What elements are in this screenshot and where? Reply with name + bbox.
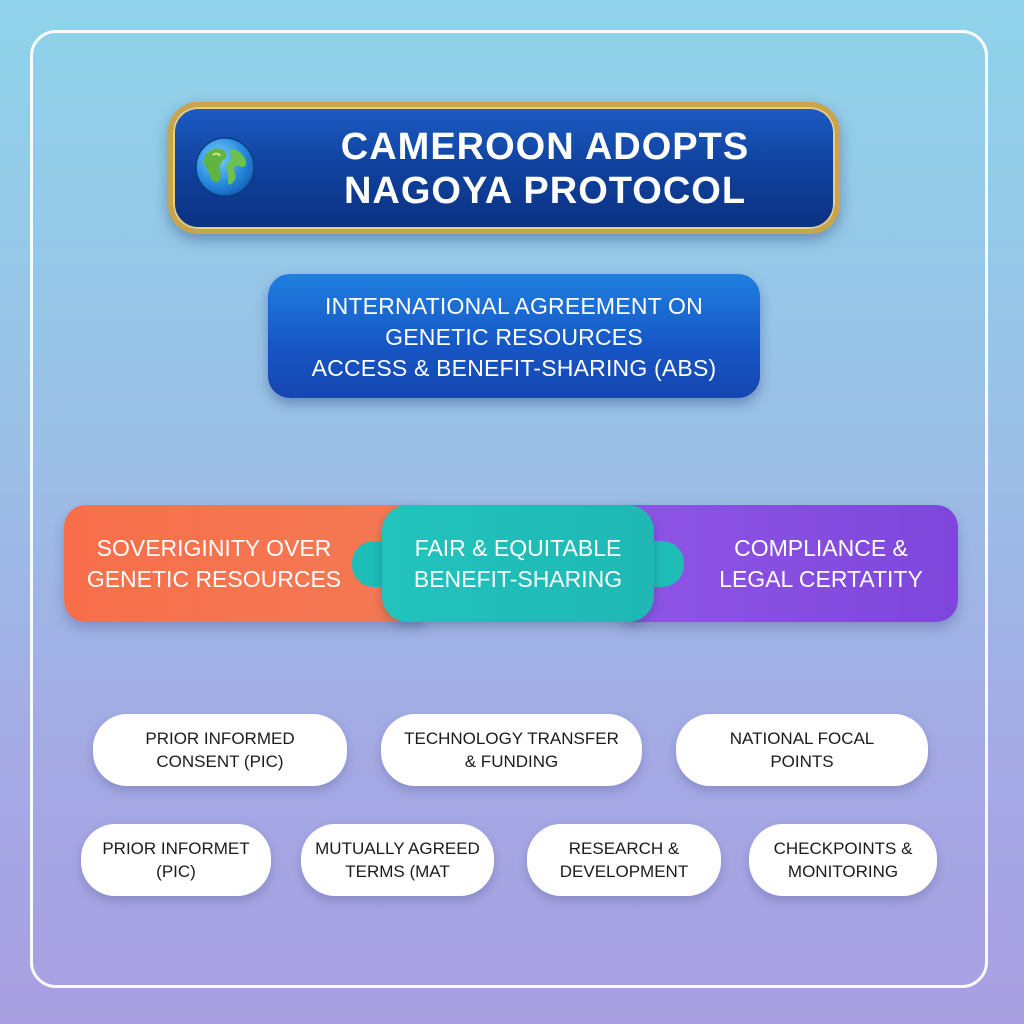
- pill-label-line-1: PRIOR INFORMET: [102, 839, 250, 858]
- pillar-benefit-sharing-line-1: FAIR & EQUITABLE: [414, 535, 622, 561]
- subtitle-line-1: INTERNATIONAL AGREEMENT ON: [325, 293, 703, 319]
- pill-label-line-2: TERMS (MAT: [345, 862, 450, 881]
- title-line-2: NAGOYA PROTOCOL: [343, 170, 747, 212]
- pillar-sovereignty-line-1: SOVERIGINITY OVER: [96, 535, 332, 561]
- pill-label-line-2: DEVELOPMENT: [559, 862, 689, 881]
- subtitle-line-2: GENETIC RESOURCES: [385, 324, 643, 350]
- pill-technology-transfer: TECHNOLOGY TRANSFER & FUNDING: [381, 714, 642, 786]
- pill-label-line-1: CHECKPOINTS &: [773, 839, 913, 858]
- pillars-band: SOVERIGINITY OVER GENETIC RESOURCES FAIR…: [64, 505, 958, 622]
- pill-label-line-2: & FUNDING: [464, 752, 559, 771]
- pillar-compliance-line-1: COMPLIANCE &: [734, 535, 908, 561]
- pill-prior-informet: PRIOR INFORMET (PIC): [81, 824, 271, 896]
- pill-label-line-1: NATIONAL FOCAL: [729, 729, 875, 748]
- subtitle-line-3: ACCESS & BENEFIT-SHARING (ABS): [311, 355, 717, 381]
- pill-national-focal-points: NATIONAL FOCAL POINTS: [676, 714, 928, 786]
- globe-icon: [195, 137, 255, 197]
- pill-label-line-1: TECHNOLOGY TRANSFER: [404, 729, 619, 748]
- pill-mutually-agreed-terms: MUTUALLY AGREED TERMS (MAT: [301, 824, 494, 896]
- pillar-compliance-line-2: LEGAL CERTATITY: [719, 566, 923, 592]
- subtitle-box: INTERNATIONAL AGREEMENT ON GENETIC RESOU…: [268, 274, 760, 398]
- title-banner: CAMEROON ADOPTS NAGOYA PROTOCOL: [168, 102, 840, 234]
- pill-prior-informed-consent: PRIOR INFORMED CONSENT (PIC): [93, 714, 347, 786]
- pill-label-line-1: MUTUALLY AGREED: [315, 839, 480, 858]
- pill-label-line-1: PRIOR INFORMED: [145, 729, 295, 748]
- pill-label-line-2: CONSENT (PIC): [156, 752, 284, 771]
- title-line-1: CAMEROON ADOPTS: [340, 126, 750, 168]
- content-frame: [30, 30, 988, 988]
- pillar-sovereignty-line-2: GENETIC RESOURCES: [86, 566, 342, 592]
- pill-label-line-2: MONITORING: [787, 862, 899, 881]
- pill-label-line-2: (PIC): [156, 862, 196, 881]
- pillar-benefit-sharing-label: FAIR & EQUITABLE BENEFIT-SHARING: [382, 533, 654, 595]
- pill-label-line-1: RESEARCH &: [568, 839, 680, 858]
- pillar-compliance-label: COMPLIANCE & LEGAL CERTATITY: [684, 533, 958, 595]
- pillar-sovereignty-label: SOVERIGINITY OVER GENETIC RESOURCES: [64, 533, 364, 595]
- pillar-benefit-sharing-line-2: BENEFIT-SHARING: [413, 566, 623, 592]
- pill-label-line-2: POINTS: [770, 752, 834, 771]
- page-title: CAMEROON ADOPTS NAGOYA PROTOCOL: [265, 125, 825, 213]
- pillar-benefit-sharing: [382, 505, 654, 622]
- pill-checkpoints-monitoring: CHECKPOINTS & MONITORING: [749, 824, 937, 896]
- pill-research-development: RESEARCH & DEVELOPMENT: [527, 824, 721, 896]
